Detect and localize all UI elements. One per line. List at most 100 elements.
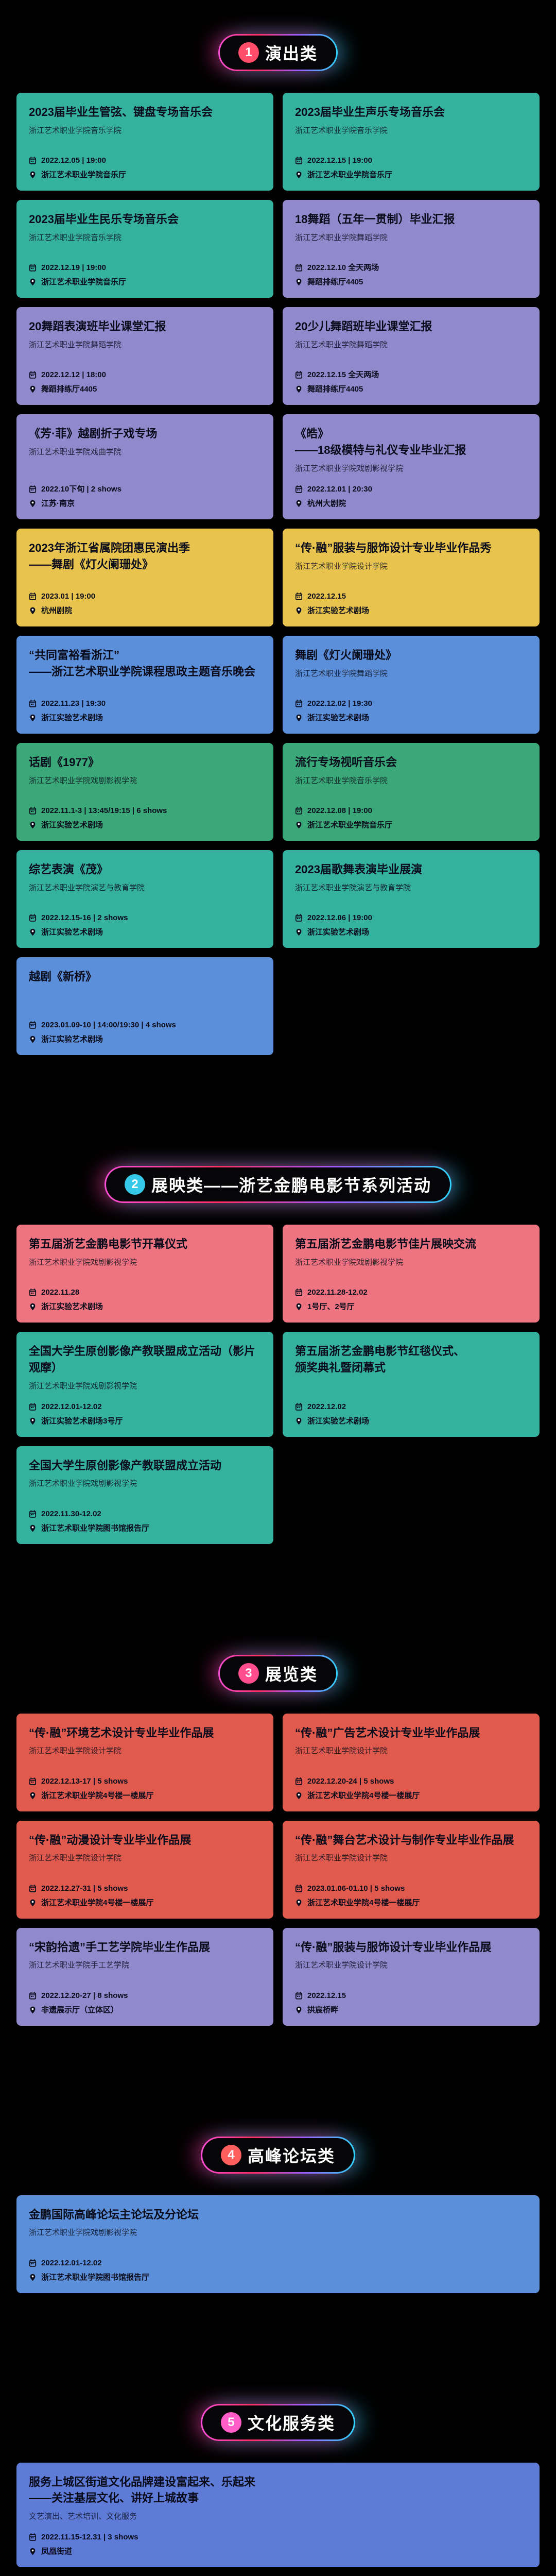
event-card: 第五届浙艺金鹏电影节红毯仪式、 颁奖典礼暨闭幕式 2022.12.02 浙江实验…	[283, 1331, 540, 1437]
event-organizer: 浙江艺术职业学院手工艺学院	[29, 1961, 130, 1970]
event-title: 20少儿舞蹈班毕业课堂汇报	[295, 320, 432, 333]
event-location: 浙江实验艺术剧场	[307, 713, 370, 722]
event-card: 第五届浙艺金鹏电影节开幕仪式 浙江艺术职业学院戏剧影视学院 2022.11.28…	[16, 1224, 273, 1323]
event-location: 舞蹈排练厅4405	[41, 385, 97, 394]
calendar-icon	[29, 913, 37, 922]
event-date: 2022.12.13-17 | 5 shows	[41, 1776, 128, 1786]
location-pin-icon	[30, 1792, 36, 1799]
event-location-row: 浙江艺术职业学院4号楼一楼展厅	[295, 1790, 527, 1801]
event-location-row: 浙江艺术职业学院图书馆报告厅	[29, 2272, 527, 2283]
calendar-icon	[29, 485, 37, 493]
event-organizer: 浙江艺术职业学院戏剧影视学院	[29, 2228, 137, 2238]
event-date: 2022.11.15-12.31 | 3 shows	[41, 2533, 138, 2542]
calendar-icon	[29, 157, 37, 164]
calendar-icon	[29, 371, 37, 379]
calendar-icon	[295, 1991, 303, 1999]
event-location: 舞蹈排练厅4405	[307, 278, 363, 286]
section-screenings: 2 展映类——浙艺金鹏电影节系列活动 第五届浙艺金鹏电影节开幕仪式 浙江艺术职业…	[0, 1166, 556, 1544]
event-card: 第五届浙艺金鹏电影节佳片展映交流 浙江艺术职业学院戏剧影视学院 2022.11.…	[283, 1224, 540, 1323]
location-pin-icon	[296, 1417, 302, 1425]
event-organizer: 浙江艺术职业学院音乐学院	[295, 776, 388, 785]
event-location: 浙江艺术职业学院4号楼一楼展厅	[307, 1791, 420, 1800]
event-title: 越剧《新桥》	[29, 970, 97, 983]
event-date-row: 2023.01 | 19:00	[29, 581, 261, 602]
event-organizer: 浙江艺术职业学院戏剧影视学院	[295, 1258, 404, 1267]
event-location-row: 浙江实验艺术剧场	[29, 1034, 261, 1045]
calendar-icon	[295, 1288, 303, 1296]
event-location: 浙江艺术职业学院图书馆报告厅	[41, 1523, 150, 1533]
event-title: 金鹏国际高峰论坛主论坛及分论坛	[29, 2208, 199, 2221]
calendar-icon	[29, 1402, 37, 1411]
event-date-row: 2022.12.05 | 19:00	[29, 145, 261, 166]
event-location: 浙江实验艺术剧场	[307, 606, 370, 615]
event-location-row: 凤凰街道	[29, 2546, 527, 2557]
section-header-pill: 1 演出类	[218, 34, 338, 71]
location-pin-icon	[296, 821, 302, 829]
event-title: “宋韵拾遗”手工艺学院毕业生作品展	[29, 1940, 211, 1954]
event-card: 流行专场视听音乐会 浙江艺术职业学院音乐学院 2022.12.08 | 19:0…	[283, 742, 540, 841]
event-location-row: 浙江实验艺术剧场3号厅	[29, 1416, 261, 1427]
event-title: 舞剧《灯火阑珊处》	[295, 648, 397, 662]
section-header-pill: 5 文化服务类	[201, 2404, 355, 2441]
section-title: 高峰论坛类	[247, 2146, 335, 2165]
event-organizer: 浙江艺术职业学院戏剧影视学院	[29, 1381, 137, 1391]
event-location-row: 浙江实验艺术剧场	[29, 820, 261, 831]
calendar-icon	[29, 1021, 37, 1029]
event-date: 2022.12.01 | 20:30	[307, 484, 372, 494]
location-pin-icon	[296, 500, 302, 507]
event-location: 浙江艺术职业学院4号楼一楼展厅	[41, 1898, 154, 1907]
event-grid: 2023届毕业生管弦、键盘专场音乐会 浙江艺术职业学院音乐学院 2022.12.…	[0, 93, 556, 1055]
event-date: 2022.11.1-3 | 13:45/19:15 | 6 shows	[41, 806, 167, 815]
calendar-icon	[29, 1510, 37, 1518]
event-date-row: 2022.12.06 | 19:00	[295, 902, 527, 923]
section-services: 5 文化服务类 服务上城区街道文化品牌建设富起来、乐起来 ——关注基层文化、讲好…	[0, 2404, 556, 2568]
event-location: 1号厅、2号厅	[307, 1302, 355, 1311]
calendar-icon	[29, 1288, 37, 1296]
event-organizer: 浙江艺术职业学院舞蹈学院	[295, 669, 388, 678]
event-date: 2022.12.05 | 19:00	[41, 156, 106, 165]
event-date: 2022.10下旬 | 2 shows	[41, 484, 121, 494]
event-grid: “传·融”环境艺术设计专业毕业作品展 浙江艺术职业学院设计学院 2022.12.…	[0, 1713, 556, 2026]
event-location: 浙江实验艺术剧场	[307, 1416, 370, 1426]
event-location-row: 浙江艺术职业学院4号楼一楼展厅	[295, 1897, 527, 1908]
calendar-icon	[295, 157, 303, 164]
event-date-row: 2022.12.15 全天两场	[295, 359, 527, 380]
calendar-icon	[295, 1777, 303, 1785]
event-title: 2023届毕业生民乐专场音乐会	[29, 213, 179, 226]
event-grid: 服务上城区街道文化品牌建设富起来、乐起来 ——关注基层文化、讲好上城故事 文艺演…	[0, 2462, 556, 2568]
event-date-row: 2022.12.13-17 | 5 shows	[29, 1766, 261, 1787]
event-date-row: 2022.12.02 | 19:30	[295, 688, 527, 709]
event-card: “传·融”广告艺术设计专业毕业作品展 浙江艺术职业学院设计学院 2022.12.…	[283, 1713, 540, 1811]
event-date-row: 2022.10下旬 | 2 shows	[29, 473, 261, 495]
event-title: 全国大学生原创影像产教联盟成立活动（影片观摩）	[29, 1344, 256, 1374]
section-header-row: 4 高峰论坛类	[0, 2137, 556, 2174]
location-pin-icon	[296, 1303, 302, 1311]
event-organizer: 浙江艺术职业学院舞蹈学院	[295, 340, 388, 349]
section-title: 演出类	[265, 44, 318, 63]
event-location: 非遗展示厅（立体区）	[41, 2005, 119, 2014]
event-date-row: 2022.12.15 | 19:00	[295, 145, 527, 166]
event-grid: 第五届浙艺金鹏电影节开幕仪式 浙江艺术职业学院戏剧影视学院 2022.11.28…	[0, 1224, 556, 1544]
event-card: “传·融”舞台艺术设计与制作专业毕业作品展 浙江艺术职业学院设计学院 2023.…	[283, 1820, 540, 1919]
event-title: “传·融”广告艺术设计专业毕业作品展	[295, 1726, 480, 1739]
location-pin-icon	[296, 1792, 302, 1799]
event-location-row: 浙江艺术职业学院图书馆报告厅	[29, 1523, 261, 1534]
section-header-pill: 4 高峰论坛类	[201, 2137, 355, 2174]
section-title: 展览类	[265, 1665, 318, 1684]
calendar-icon	[29, 592, 37, 600]
location-pin-icon	[296, 278, 302, 286]
location-pin-icon	[30, 171, 36, 179]
event-location-row: 浙江实验艺术剧场	[295, 927, 527, 938]
calendar-icon	[295, 592, 303, 600]
event-location: 浙江实验艺术剧场	[41, 1302, 103, 1311]
location-pin-icon	[30, 500, 36, 507]
event-location-row: 浙江艺术职业学院音乐厅	[295, 170, 527, 180]
event-title: 《皓》 ——18级模特与礼仪专业毕业汇报	[295, 427, 466, 456]
section-header-row: 5 文化服务类	[0, 2404, 556, 2441]
location-pin-icon	[296, 607, 302, 615]
location-pin-icon	[30, 821, 36, 829]
event-date: 2023.01.06-01.10 | 5 shows	[307, 1884, 405, 1893]
event-card: 服务上城区街道文化品牌建设富起来、乐起来 ——关注基层文化、讲好上城故事 文艺演…	[16, 2462, 540, 2568]
location-pin-icon	[30, 607, 36, 615]
event-date-row: 2022.12.01-12.02	[29, 2247, 527, 2268]
